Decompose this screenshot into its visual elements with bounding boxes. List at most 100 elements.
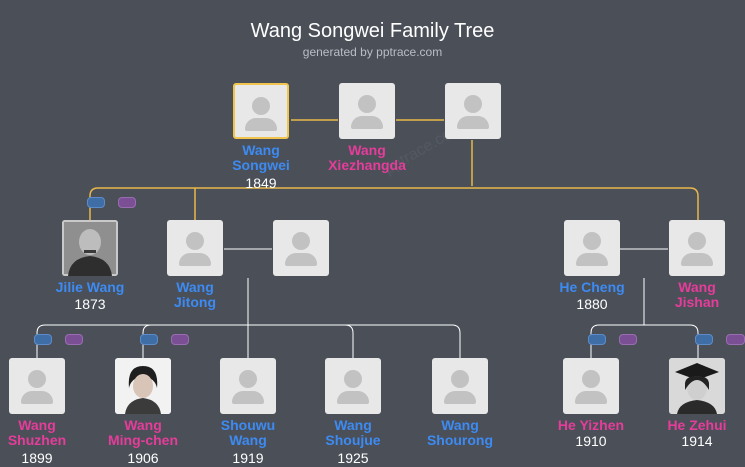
avatar-placeholder-icon [464, 95, 482, 113]
person-year: 1910 [575, 433, 607, 449]
person-card-wang-songwei[interactable] [233, 83, 289, 139]
avatar-placeholder-icon [28, 370, 46, 388]
person-year: 1849 [245, 175, 277, 191]
avatar-body [457, 116, 489, 129]
person-name-jilie-wang: Jilie Wang [55, 279, 125, 295]
person-name-he-cheng: He Cheng [559, 279, 625, 295]
expand-toggle-blue[interactable] [695, 334, 713, 345]
gold-connector-group [89, 119, 699, 220]
person-card-wang-xiezhangda[interactable] [339, 83, 395, 139]
expand-toggle-purple[interactable] [118, 197, 136, 208]
name-part: Jishan [674, 294, 720, 310]
person-name-he-yizhen: He Yizhen [557, 417, 625, 433]
name-part: Shourong [426, 432, 494, 448]
person-card-he-zehui[interactable] [669, 358, 725, 414]
person-year: 1873 [74, 296, 106, 312]
expand-toggle-purple[interactable] [171, 334, 189, 345]
photo-young-woman-icon [115, 358, 171, 414]
name-part: Wang [348, 142, 386, 158]
sibling-bar [89, 187, 699, 220]
page-subtitle: generated by pptrace.com [302, 45, 443, 59]
expand-toggle-blue[interactable] [34, 334, 52, 345]
name-part: Jitong [174, 294, 216, 310]
name-part: Xiezhangda [328, 157, 406, 173]
avatar-placeholder-icon [583, 232, 601, 250]
expand-toggle-purple[interactable] [65, 334, 83, 345]
sibling-bar [590, 324, 699, 358]
name-part: Shoujue [325, 432, 381, 448]
avatar-body [351, 116, 383, 129]
avatar-body [444, 391, 476, 404]
person-card-spouse[interactable] [445, 83, 501, 139]
avatar-body [337, 391, 369, 404]
expand-toggle-purple[interactable] [619, 334, 637, 345]
avatar-placeholder-icon [239, 370, 257, 388]
name-part: Shuzhen [7, 432, 67, 448]
name-part: Wang [441, 417, 479, 433]
avatar-body [245, 118, 277, 131]
person-year: 1899 [21, 450, 53, 466]
person-card-jitong-spouse[interactable] [273, 220, 329, 276]
name-part: Wang [229, 432, 267, 448]
expand-toggle-blue[interactable] [588, 334, 606, 345]
name-part: Shouwu [220, 417, 276, 433]
name-part: Wang [18, 417, 56, 433]
avatar-body [681, 253, 713, 266]
person-year: 1925 [337, 450, 369, 466]
person-card-he-cheng[interactable] [564, 220, 620, 276]
person-card-wang-ming-chen[interactable] [115, 358, 171, 414]
avatar-placeholder-icon [252, 97, 270, 115]
name-part: Songwei [232, 157, 290, 173]
avatar-placeholder-icon [292, 232, 310, 250]
name-part: Wang [124, 417, 162, 433]
page-title: Wang Songwei Family Tree [250, 20, 495, 42]
avatar-body [576, 253, 608, 266]
person-year: 1906 [127, 450, 159, 466]
photo-graduate-woman-icon [669, 358, 725, 414]
avatar-placeholder-icon [186, 232, 204, 250]
person-card-he-yizhen[interactable] [563, 358, 619, 414]
white-connector-group [36, 248, 699, 358]
person-year: 1914 [681, 433, 713, 449]
avatar-placeholder-icon [344, 370, 362, 388]
avatar-placeholder-icon [688, 232, 706, 250]
person-card-wang-shuzhen[interactable] [9, 358, 65, 414]
expand-toggle-blue[interactable] [140, 334, 158, 345]
avatar-placeholder-icon [358, 95, 376, 113]
child-drop [142, 324, 152, 358]
person-card-wang-shourong[interactable] [432, 358, 488, 414]
person-card-jilie-wang[interactable] [62, 220, 118, 276]
person-name-he-zehui: He Zehui [667, 417, 727, 433]
avatar-body [232, 391, 264, 404]
photo-elderly-man-icon [62, 220, 118, 276]
avatar-body [575, 391, 607, 404]
name-part: Wang [176, 279, 214, 295]
name-part: Ming-chen [108, 432, 178, 448]
name-part: Wang [678, 279, 716, 295]
expand-toggle-purple[interactable] [726, 334, 745, 345]
name-part: Wang [334, 417, 372, 433]
person-year: 1880 [576, 296, 608, 312]
expand-toggle-blue[interactable] [87, 197, 105, 208]
name-part: Wang [242, 142, 280, 158]
avatar-placeholder-icon [451, 370, 469, 388]
person-year: 1919 [232, 450, 264, 466]
person-card-shouwu-wang[interactable] [220, 358, 276, 414]
avatar-body [21, 391, 53, 404]
person-card-wang-shoujue[interactable] [325, 358, 381, 414]
person-card-wang-jitong[interactable] [167, 220, 223, 276]
avatar-body [285, 253, 317, 266]
avatar-placeholder-icon [582, 370, 600, 388]
child-drop [344, 324, 354, 358]
person-card-wang-jishan[interactable] [669, 220, 725, 276]
avatar-body [179, 253, 211, 266]
